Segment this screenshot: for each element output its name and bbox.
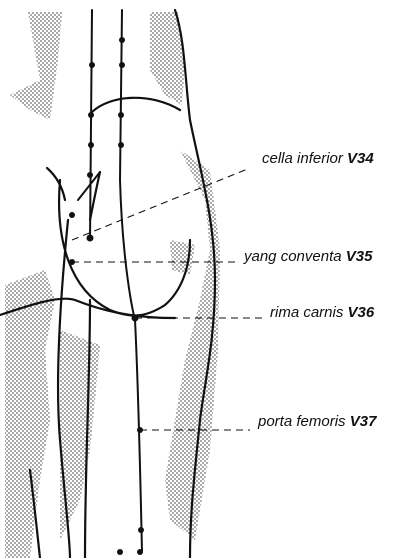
- label-v34-name: cella inferior: [262, 150, 343, 167]
- label-v35-code: V35: [346, 248, 373, 265]
- label-v36-code: V36: [348, 304, 375, 321]
- label-v36: rima carnis V36: [270, 304, 374, 321]
- label-v34: cella inferior V34: [262, 150, 374, 167]
- label-v35: yang conventa V35: [244, 248, 372, 265]
- leader-lines: [72, 168, 262, 430]
- label-v37-name: porta femoris: [258, 413, 346, 430]
- label-v35-name: yang conventa: [244, 248, 342, 265]
- label-v37: porta femoris V37: [258, 413, 376, 430]
- label-v37-code: V37: [350, 413, 377, 430]
- meridian-lines: [78, 10, 142, 552]
- label-v34-code: V34: [347, 150, 374, 167]
- label-v36-name: rima carnis: [270, 304, 343, 321]
